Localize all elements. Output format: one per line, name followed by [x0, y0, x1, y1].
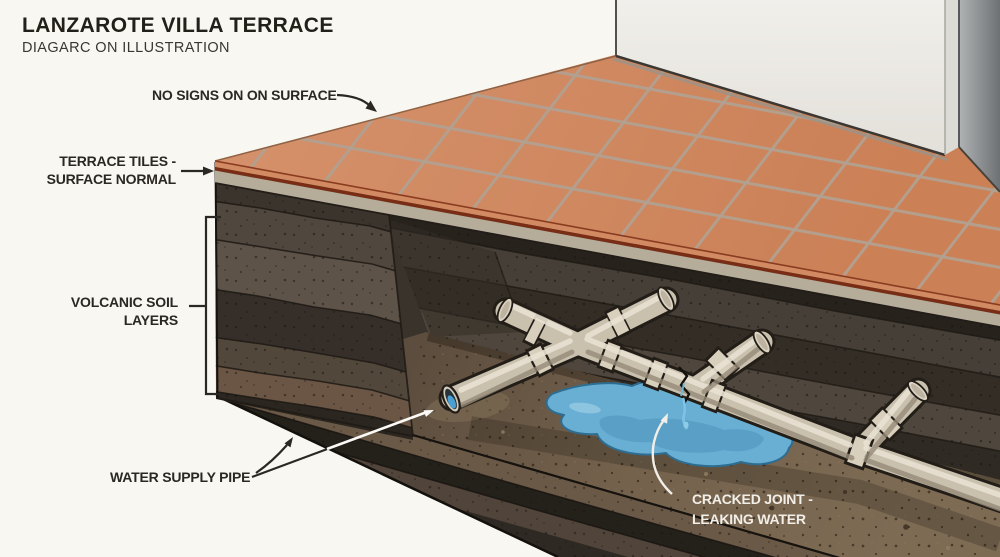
villa-wall — [612, 0, 1000, 193]
pipe-shading — [459, 346, 1000, 512]
pipe-arrow-long — [251, 410, 434, 479]
water-droplet — [683, 421, 689, 429]
block-left-edge — [214, 161, 219, 399]
soil-layers-bracket — [189, 215, 221, 396]
surface-arrow — [336, 93, 377, 112]
terrace-edge-trim — [214, 160, 1000, 328]
callout-crack-line2: LEAKING WATER — [692, 511, 806, 527]
page-subtitle: DIAGARC ON ILLUSTRATION — [22, 40, 230, 56]
pipe-highlights — [458, 294, 1000, 498]
pipe-arrow-short — [255, 437, 293, 474]
pipe-end-caps — [496, 286, 929, 402]
tiles-arrow — [181, 166, 214, 176]
pit-cut-edge — [388, 213, 414, 438]
page-title: LANZAROTE VILLA TERRACE — [22, 14, 334, 37]
terrace-far-edge — [214, 55, 617, 162]
wall-front-face — [616, 0, 945, 155]
volcanic-soil-face — [215, 182, 413, 440]
annotations: LANZAROTE VILLA TERRACE DIAGARC ON ILLUS… — [22, 14, 813, 527]
callout-tiles-line2: SURFACE NORMAL — [47, 171, 177, 187]
crack-line — [678, 366, 691, 405]
pipe-ground-shadow — [468, 416, 1000, 552]
callout-pipe: WATER SUPPLY PIPE — [110, 469, 250, 485]
water-in-pipe — [447, 395, 456, 409]
wall-side-return — [945, 0, 959, 155]
pipe-bodies — [441, 289, 1000, 511]
callout-tiles-line1: TERRACE TILES - — [59, 153, 176, 169]
callout-crack-line1: CRACKED JOINT - — [692, 491, 813, 507]
pipe-open-end — [441, 384, 461, 414]
cracked-joint — [678, 366, 691, 430]
callout-soil-line2: LAYERS — [124, 312, 178, 328]
callout-surface: NO SIGNS ON ON SURFACE — [152, 87, 337, 103]
wall-base-shadow — [612, 57, 949, 162]
mortar-layer — [215, 170, 1000, 327]
wall-corner-band — [959, 0, 1000, 192]
callout-soil-line1: VOLCANIC SOIL — [71, 294, 179, 310]
block-bottom-edge — [216, 394, 559, 557]
water-supply-pipes — [438, 286, 1000, 514]
crack-arrow — [651, 413, 673, 495]
